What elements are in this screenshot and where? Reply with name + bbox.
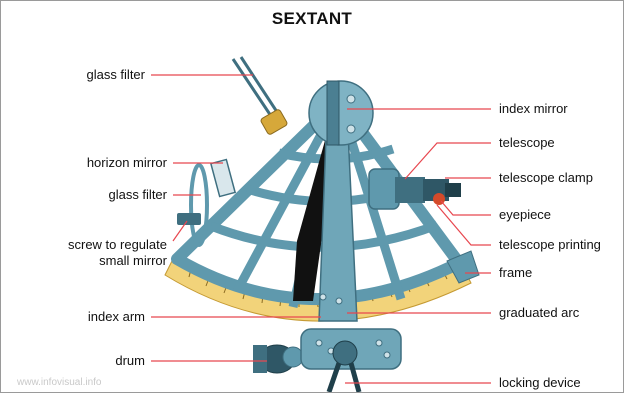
label-horizon-mirror: horizon mirror: [87, 155, 167, 171]
small-mirror-screw: [177, 213, 201, 225]
label-glass-filter-top: glass filter: [86, 67, 145, 83]
label-telescope-printing: telescope printing: [499, 237, 601, 253]
telescope-assembly: [369, 169, 461, 209]
label-frame: frame: [499, 265, 532, 281]
top-glass-filter: [233, 57, 279, 119]
index-mirror-disc: [309, 81, 373, 145]
label-telescope: telescope: [499, 135, 555, 151]
label-index-arm: index arm: [88, 309, 145, 325]
label-telescope-clamp: telescope clamp: [499, 170, 593, 186]
label-index-mirror: index mirror: [499, 101, 568, 117]
drum-assembly: [253, 345, 303, 373]
label-drum: drum: [115, 353, 145, 369]
label-graduated-arc: graduated arc: [499, 305, 579, 321]
label-locking-device: locking device: [499, 375, 581, 391]
graduated-arc-band: [165, 259, 471, 321]
label-eyepiece: eyepiece: [499, 207, 551, 223]
label-screw-small-mirror: screw to regulate small mirror: [68, 237, 167, 269]
index-mirror-glass: [327, 81, 339, 145]
label-glass-filter-side: glass filter: [108, 187, 167, 203]
horizon-mirror-plate: [211, 160, 235, 197]
watermark: www.infovisual.info: [17, 377, 101, 388]
